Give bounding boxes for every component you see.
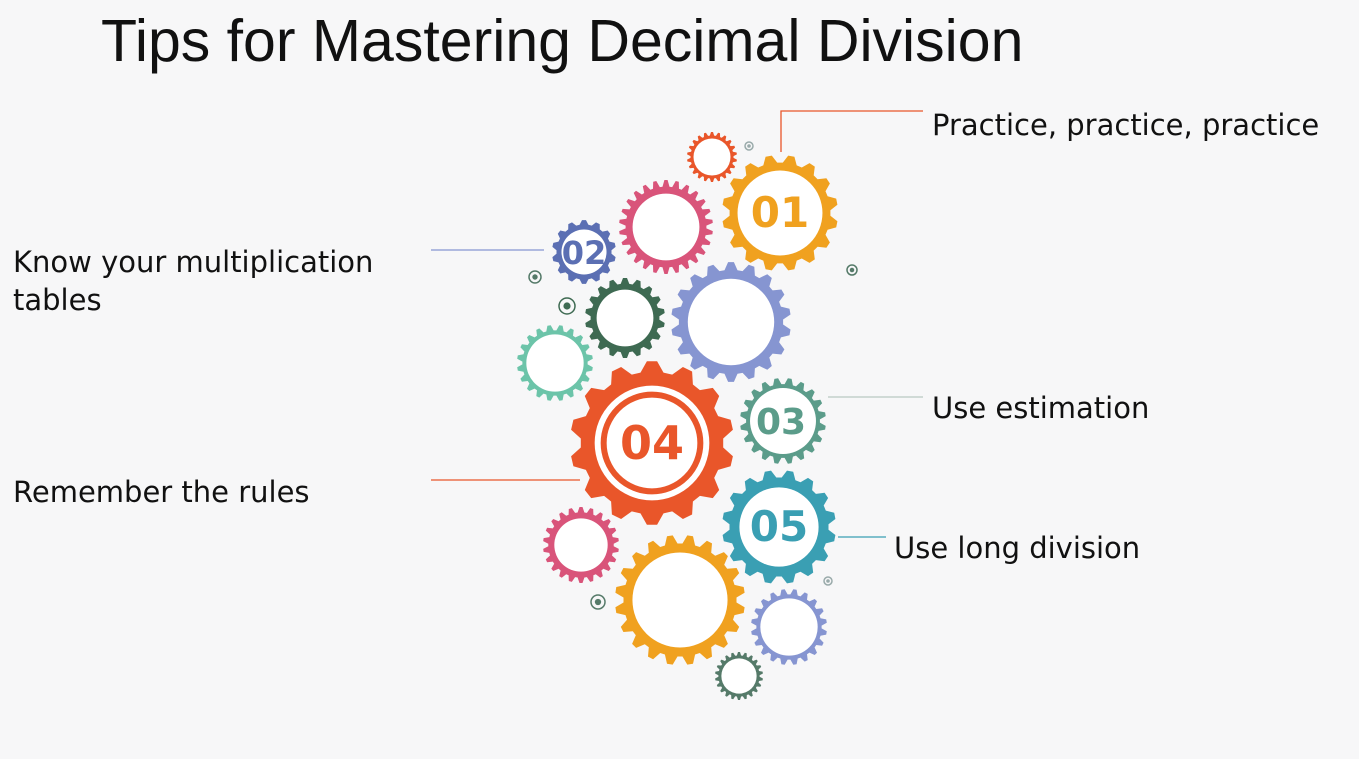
tip-01-label: Practice, practice, practice [932, 108, 1320, 142]
dot-center [747, 144, 751, 148]
gear-numbers: 01 02 03 04 05 [562, 188, 809, 551]
gear-05-face [739, 487, 819, 567]
dot-icon-4 [846, 264, 858, 276]
page-title: Tips for Mastering Decimal Division [101, 8, 1024, 74]
dot-icon-1 [558, 297, 576, 315]
dot-ring [823, 576, 833, 586]
dot-icon-5 [744, 141, 754, 151]
gear-blue-mid-face [687, 278, 775, 366]
gear-02 [552, 220, 616, 284]
gear-small-top [687, 132, 737, 182]
gear-05 [722, 470, 836, 584]
gear-number-02: 02 [562, 234, 607, 272]
dot-ring [744, 141, 754, 151]
gear-dark-green [585, 278, 665, 358]
gear-mint [517, 325, 593, 401]
gear-01 [722, 155, 838, 271]
gear-pink-bottom [543, 507, 619, 583]
gear-03 [740, 378, 826, 464]
gear-lightblue-bottom-face [760, 598, 818, 656]
dot-center [563, 302, 571, 310]
dot-icon-2 [528, 270, 542, 284]
tip-03-label: Use estimation [932, 391, 1150, 425]
tip-04-label: Remember the rules [13, 475, 310, 509]
gear-green-bottom-face [721, 658, 757, 694]
decorative-dots [528, 141, 858, 610]
dot-center [594, 598, 602, 606]
gear-yellow-bottom-face [632, 552, 728, 648]
gear-mint-face [526, 334, 584, 392]
tip-02-label: Know your multiplication tables [13, 243, 373, 320]
gear-number-03: 03 [756, 402, 806, 443]
gear-dark-green-face [596, 289, 654, 347]
dot-ring [846, 264, 858, 276]
tip-02-line2: tables [13, 283, 102, 318]
dot-icon-3 [590, 594, 606, 610]
gear-pink-top-face [632, 193, 700, 261]
dot-icon-6 [823, 576, 833, 586]
gear-cluster [517, 132, 838, 700]
gear-04-inner-ring [600, 391, 704, 495]
gear-02-face [561, 229, 607, 275]
gear-number-05: 05 [750, 502, 808, 551]
gear-pink-top [619, 180, 713, 274]
gear-01-face [737, 170, 823, 256]
connector-lines [431, 110, 923, 538]
dot-center [532, 274, 538, 280]
gear-number-01: 01 [751, 188, 809, 237]
dot-center [849, 267, 855, 273]
gear-pink-bottom-face [554, 518, 608, 572]
gear-blue-mid [671, 262, 791, 382]
dot-center [826, 579, 830, 583]
dot-ring [528, 270, 542, 284]
gear-yellow-bottom [615, 535, 745, 665]
tip-05-label: Use long division [894, 531, 1141, 565]
gear-04-face [594, 385, 710, 501]
gear-green-bottom [715, 652, 763, 700]
gear-lightblue-bottom [751, 589, 827, 665]
gear-04 [571, 361, 733, 525]
dot-ring [590, 594, 606, 610]
connector-01 [780, 110, 923, 152]
tip-02-line1: Know your multiplication [13, 245, 374, 279]
gear-number-04: 04 [620, 416, 684, 470]
gear-03-face [750, 388, 816, 454]
gear-small-top-face [693, 138, 731, 176]
dot-ring [558, 297, 576, 315]
